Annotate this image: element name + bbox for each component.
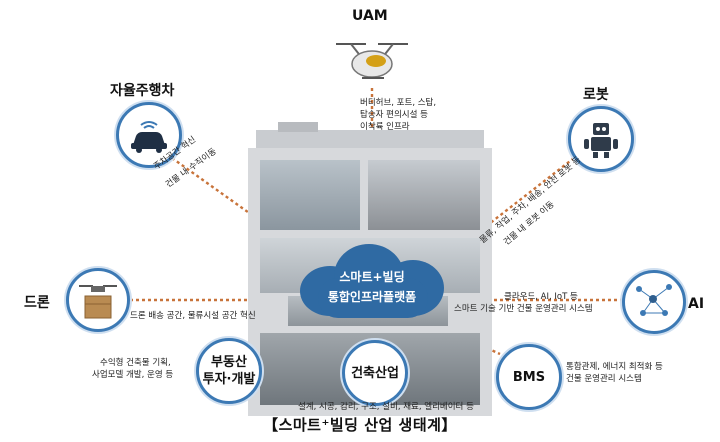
platform-cloud — [294, 238, 450, 318]
building-roof-unit — [278, 122, 318, 132]
cloud-subtitle: 통합인프라플랫폼 — [327, 290, 417, 304]
construction-label: 건축산업 — [351, 365, 399, 381]
uam-desc-3: 이착륙 인프라 — [360, 122, 410, 132]
realestate-desc-2: 사업모델 개발, 운영 등 — [92, 370, 174, 380]
uam-desc-2: 탑승자 편의시설 등 — [360, 110, 428, 120]
drone-title: 드론 — [24, 295, 50, 311]
cloud-title: 스마트+빌딩 — [339, 270, 405, 284]
bms-desc-1: 통합관제, 에너지 최적화 등 — [566, 362, 663, 372]
figure-caption: 【스마트⁺빌딩 산업 생태계】 — [263, 416, 457, 434]
drone-desc: 드론 배송 공간, 물류시설 공간 혁신 — [130, 311, 256, 321]
uam-title: UAM — [352, 8, 388, 24]
car-icon — [131, 121, 167, 153]
bms-circle: BMS — [496, 344, 562, 410]
realestate-label-1: 부동산 — [211, 355, 247, 370]
construction-circle: 건축산업 — [342, 340, 408, 406]
building-panel — [260, 160, 360, 230]
autonomous-car-circle — [116, 102, 182, 168]
autonomous-car-title: 자율주행차 — [110, 83, 175, 99]
robot-circle — [568, 106, 634, 172]
ai-title: AI — [688, 296, 705, 312]
building-panel — [368, 160, 480, 230]
realestate-label-2: 투자·개발 — [202, 372, 256, 387]
drone-circle — [66, 268, 130, 332]
bms-label: BMS — [512, 369, 546, 385]
ai-circle — [622, 270, 686, 334]
robot-title: 로봇 — [583, 87, 609, 103]
realestate-desc-1: 수익형 건축물 기획, — [100, 358, 171, 368]
building-roof — [256, 130, 484, 148]
uam-icon — [336, 43, 408, 79]
ai-desc-1: 클라우드, AI, IoT 등 — [504, 292, 578, 302]
network-icon — [636, 284, 672, 316]
uam-desc-1: 버티허브, 포트, 스탑, — [360, 98, 437, 108]
drone-icon — [79, 285, 117, 319]
robot-icon — [584, 123, 618, 158]
line-robot — [439, 157, 575, 263]
ai-desc-2: 스마트 기술 기반 건물 운영관리 시스템 — [454, 304, 593, 314]
bms-desc-2: 건물 운영관리 시스템 — [566, 374, 642, 384]
construction-desc: 설계, 시공, 감리, 구조, 설비, 재료, 엘리베이터 등 — [298, 402, 474, 412]
